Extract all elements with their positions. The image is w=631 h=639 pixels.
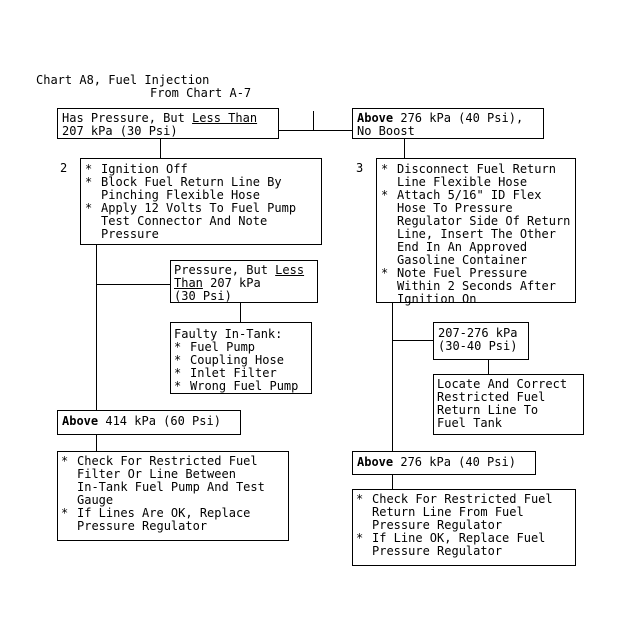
faulty-in-tank-box: Faulty In-Tank: *Fuel Pump *Coupling Hos…: [170, 322, 312, 394]
connector-left-to-check: [96, 435, 97, 451]
chart-subtitle: From Chart A-7: [150, 86, 252, 100]
connector-top-tick: [313, 111, 314, 130]
step-2-box: *Ignition Off *Block Fuel Return Line By…: [80, 158, 322, 245]
range-psi: (30-40 Psi): [438, 339, 518, 353]
no-boost-label: No Boost: [357, 124, 415, 138]
locate-line: Fuel Tank: [437, 416, 503, 430]
step-number-2: 2: [60, 161, 68, 175]
connector-top-horizontal: [279, 130, 352, 131]
above-276-box: Above 276 kPa (40 Psi): [352, 451, 536, 475]
range-207-276-box: 207-276 kPa (30-40 Psi): [433, 322, 529, 360]
connector-right-to-check: [392, 475, 393, 489]
connector-left-trunk: [96, 245, 97, 410]
locate-line: Locate And Correct: [437, 377, 568, 391]
step-number-3: 3: [356, 161, 364, 175]
connector-right-branch: [392, 340, 433, 341]
above-414-value: 414 kPa (60 Psi): [98, 414, 221, 428]
faulty-item: *Fuel Pump: [174, 340, 256, 354]
above-276-value: 276 kPa (40 Psi): [393, 455, 516, 469]
above-label: Above: [62, 414, 99, 428]
above-414-box: Above 414 kPa (60 Psi): [57, 410, 241, 435]
chart-title: Chart A8, Fuel Injection: [36, 73, 210, 87]
range-kpa: 207-276 kPa: [438, 326, 518, 340]
above-276-value: 276 kPa (40 Psi),: [393, 111, 524, 125]
connector-right-to-locate: [488, 360, 489, 374]
connector-left-to-faulty: [240, 303, 241, 322]
pressure-less-than-box: Pressure, But Less Than 207 kPa (30 Psi): [170, 260, 318, 303]
connector-right-to-step3: [404, 139, 405, 158]
connector-right-trunk: [392, 303, 393, 451]
than-underlined: Than: [174, 276, 203, 290]
less-than-207-box: Has Pressure, But Less Than 207 kPa (30 …: [57, 108, 279, 139]
faulty-item: *Wrong Fuel Pump: [174, 379, 299, 393]
faulty-item: *Coupling Hose: [174, 353, 284, 367]
locate-line: Restricted Fuel: [437, 390, 546, 404]
above-label: Above: [357, 111, 394, 125]
connector-left-to-step2: [160, 139, 161, 158]
locate-line: Return Line To: [437, 403, 539, 417]
faulty-title: Faulty In-Tank:: [174, 327, 283, 341]
pressure-but-prefix: Pressure, But: [174, 263, 276, 277]
less-than-207-prefix: Has Pressure, But: [62, 111, 193, 125]
above-276-no-boost-box: Above 276 kPa (40 Psi), No Boost: [352, 108, 544, 139]
less-than-207-value: 207 kPa (30 Psi): [62, 124, 178, 138]
pressure-207-value: 207 kPa: [202, 276, 261, 290]
step-2-item: *Ignition Off: [85, 162, 188, 176]
connector-left-branch: [96, 284, 170, 285]
locate-correct-box: Locate And Correct Restricted Fuel Retur…: [433, 374, 584, 435]
less-underlined: Less: [275, 263, 305, 277]
above-label: Above: [357, 455, 394, 469]
pressure-30-psi: (30 Psi): [174, 289, 232, 303]
less-than-underlined: Less Than: [192, 111, 258, 125]
faulty-item: *Inlet Filter: [174, 366, 277, 380]
